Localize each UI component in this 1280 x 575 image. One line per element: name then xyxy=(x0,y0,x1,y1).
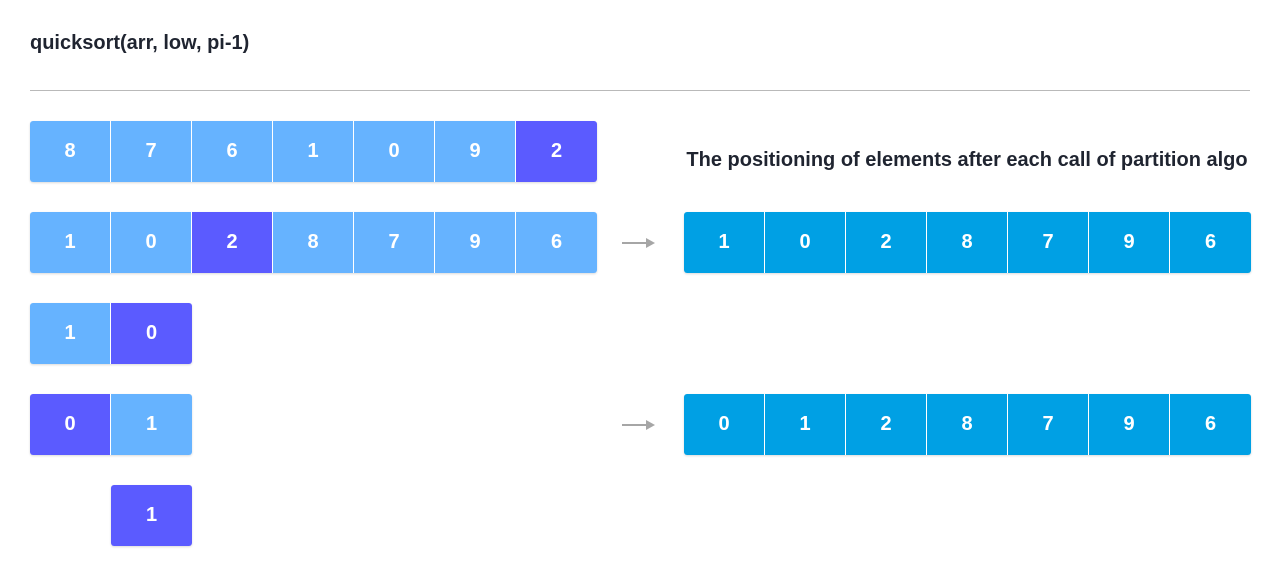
pivot-cell: 1 xyxy=(111,485,192,546)
array-cell: 7 xyxy=(354,212,435,273)
array-cell: 0 xyxy=(111,212,192,273)
array-cell: 6 xyxy=(516,212,597,273)
array-cell: 1 xyxy=(273,121,354,182)
divider xyxy=(30,90,1250,91)
right-arrow-icon xyxy=(622,238,655,248)
result-cell: 8 xyxy=(927,212,1008,273)
result-cell: 1 xyxy=(684,212,765,273)
array-cell: 9 xyxy=(435,212,516,273)
result-cell: 6 xyxy=(1170,394,1251,455)
result-cell: 9 xyxy=(1089,212,1170,273)
result-cell: 7 xyxy=(1008,212,1089,273)
result-cell: 7 xyxy=(1008,394,1089,455)
page-title: quicksort(arr, low, pi-1) xyxy=(30,32,250,54)
result-cell: 2 xyxy=(846,212,927,273)
array-row-left: 1 xyxy=(111,485,192,546)
pivot-cell: 0 xyxy=(111,303,192,364)
pivot-cell: 2 xyxy=(192,212,273,273)
result-cell: 9 xyxy=(1089,394,1170,455)
result-cell: 2 xyxy=(846,394,927,455)
result-cell: 6 xyxy=(1170,212,1251,273)
array-cell: 1 xyxy=(111,394,192,455)
caption: The positioning of elements after each c… xyxy=(686,149,1248,171)
array-cell: 1 xyxy=(30,212,111,273)
result-cell: 1 xyxy=(765,394,846,455)
array-cell: 8 xyxy=(273,212,354,273)
array-cell: 7 xyxy=(111,121,192,182)
array-cell: 1 xyxy=(30,303,111,364)
result-cell: 0 xyxy=(765,212,846,273)
array-cell: 8 xyxy=(30,121,111,182)
right-arrow-icon xyxy=(622,420,655,430)
array-cell: 9 xyxy=(435,121,516,182)
result-cell: 0 xyxy=(684,394,765,455)
array-cell: 0 xyxy=(354,121,435,182)
pivot-cell: 2 xyxy=(516,121,597,182)
array-cell: 6 xyxy=(192,121,273,182)
result-cell: 8 xyxy=(927,394,1008,455)
pivot-cell: 0 xyxy=(30,394,111,455)
